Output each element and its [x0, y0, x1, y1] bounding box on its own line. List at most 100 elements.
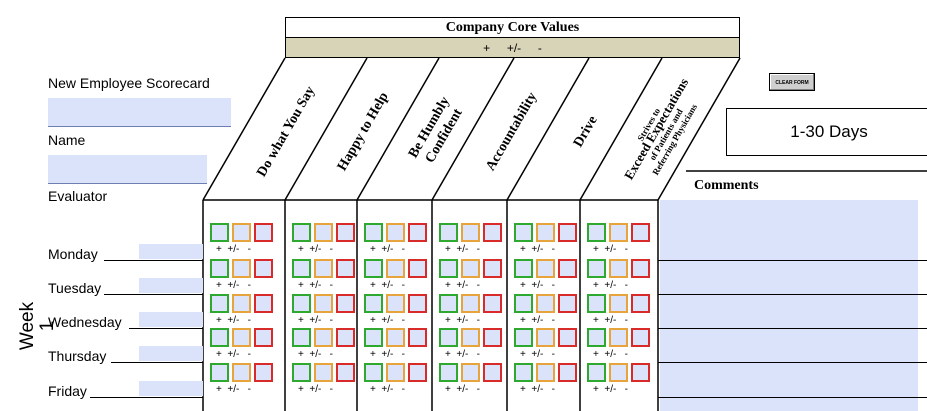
rating-box-plus[interactable]: [587, 259, 606, 278]
rating-box-neutral[interactable]: [536, 223, 555, 242]
rating-box-minus[interactable]: [483, 223, 502, 242]
rating-box-plus[interactable]: [292, 223, 311, 242]
rating-box-plus[interactable]: [210, 328, 229, 347]
rating-box-minus[interactable]: [558, 259, 577, 278]
rating-box-neutral[interactable]: [609, 363, 628, 382]
rating-box-plus[interactable]: [364, 223, 383, 242]
rating-box-minus[interactable]: [558, 294, 577, 313]
rating-box-neutral[interactable]: [536, 328, 555, 347]
scorecard-field[interactable]: [48, 98, 231, 127]
rating-box-neutral[interactable]: [314, 259, 333, 278]
rating-box-minus[interactable]: [631, 259, 650, 278]
day-field-wednesday[interactable]: [139, 312, 203, 327]
rating-box-minus[interactable]: [408, 223, 427, 242]
rating-box-minus[interactable]: [254, 328, 273, 347]
rating-box-neutral[interactable]: [609, 294, 628, 313]
rating-box-neutral[interactable]: [461, 363, 480, 382]
rating-box-neutral[interactable]: [461, 259, 480, 278]
rating-box-plus[interactable]: [364, 328, 383, 347]
rating-box-minus[interactable]: [336, 223, 355, 242]
rating-box-minus[interactable]: [483, 363, 502, 382]
day-field-tuesday[interactable]: [139, 278, 203, 293]
rating-box-plus[interactable]: [292, 259, 311, 278]
rating-box-plus[interactable]: [292, 294, 311, 313]
rating-box-neutral[interactable]: [314, 223, 333, 242]
clear-form-button[interactable]: CLEAR FORM: [769, 73, 815, 91]
rating-box-plus[interactable]: [587, 294, 606, 313]
rating-box-plus[interactable]: [210, 259, 229, 278]
period-box[interactable]: 1-30 Days: [726, 108, 927, 156]
rating-box-plus[interactable]: [439, 259, 458, 278]
rating-box-plus[interactable]: [514, 294, 533, 313]
rating-box-minus[interactable]: [483, 259, 502, 278]
rating-box-neutral[interactable]: [461, 294, 480, 313]
rating-box-plus[interactable]: [587, 363, 606, 382]
rating-box-neutral[interactable]: [609, 223, 628, 242]
rating-box-plus[interactable]: [439, 294, 458, 313]
rating-box-plus[interactable]: [210, 223, 229, 242]
rating-box-minus[interactable]: [336, 363, 355, 382]
rating-box-neutral[interactable]: [386, 294, 405, 313]
rating-box-minus[interactable]: [631, 223, 650, 242]
name-field[interactable]: [48, 155, 207, 184]
rating-box-neutral[interactable]: [232, 294, 251, 313]
day-field-thursday[interactable]: [139, 346, 203, 361]
rating-box-neutral[interactable]: [314, 363, 333, 382]
rating-box-minus[interactable]: [483, 328, 502, 347]
day-field-monday[interactable]: [139, 244, 203, 259]
rating-box-neutral[interactable]: [609, 328, 628, 347]
rating-box-neutral[interactable]: [461, 223, 480, 242]
rating-box-neutral[interactable]: [232, 328, 251, 347]
day-field-friday[interactable]: [139, 381, 203, 396]
rating-box-neutral[interactable]: [314, 328, 333, 347]
rating-box-neutral[interactable]: [536, 294, 555, 313]
rating-box-plus[interactable]: [292, 363, 311, 382]
rating-box-neutral[interactable]: [536, 363, 555, 382]
rating-box-minus[interactable]: [483, 294, 502, 313]
rating-box-minus[interactable]: [254, 363, 273, 382]
rating-box-minus[interactable]: [336, 294, 355, 313]
rating-box-neutral[interactable]: [232, 259, 251, 278]
rating-box-minus[interactable]: [254, 294, 273, 313]
rating-box-plus[interactable]: [587, 223, 606, 242]
rating-box-minus[interactable]: [408, 363, 427, 382]
comments-field[interactable]: [660, 200, 918, 411]
rating-box-plus[interactable]: [439, 328, 458, 347]
rating-box-neutral[interactable]: [386, 363, 405, 382]
rating-box-plus[interactable]: [514, 223, 533, 242]
rating-box-minus[interactable]: [408, 294, 427, 313]
rating-box-minus[interactable]: [631, 363, 650, 382]
rating-box-minus[interactable]: [631, 294, 650, 313]
rating-box-minus[interactable]: [631, 328, 650, 347]
rating-box-neutral[interactable]: [461, 328, 480, 347]
rating-box-plus[interactable]: [514, 259, 533, 278]
rating-box-minus[interactable]: [336, 328, 355, 347]
rating-box-neutral[interactable]: [386, 223, 405, 242]
rating-box-neutral[interactable]: [232, 223, 251, 242]
rating-box-plus[interactable]: [439, 223, 458, 242]
rating-box-neutral[interactable]: [232, 363, 251, 382]
rating-box-neutral[interactable]: [386, 328, 405, 347]
rating-box-minus[interactable]: [408, 259, 427, 278]
rating-box-plus[interactable]: [514, 363, 533, 382]
rating-box-plus[interactable]: [210, 363, 229, 382]
rating-box-plus[interactable]: [364, 294, 383, 313]
rating-box-minus[interactable]: [254, 223, 273, 242]
rating-box-neutral[interactable]: [609, 259, 628, 278]
rating-box-neutral[interactable]: [386, 259, 405, 278]
rating-box-minus[interactable]: [558, 363, 577, 382]
rating-box-plus[interactable]: [514, 328, 533, 347]
rating-box-minus[interactable]: [558, 223, 577, 242]
rating-box-minus[interactable]: [558, 328, 577, 347]
rating-box-plus[interactable]: [364, 259, 383, 278]
rating-box-plus[interactable]: [587, 328, 606, 347]
rating-box-neutral[interactable]: [536, 259, 555, 278]
rating-box-plus[interactable]: [439, 363, 458, 382]
rating-box-minus[interactable]: [336, 259, 355, 278]
rating-box-plus[interactable]: [364, 363, 383, 382]
rating-box-plus[interactable]: [210, 294, 229, 313]
rating-box-neutral[interactable]: [314, 294, 333, 313]
rating-box-plus[interactable]: [292, 328, 311, 347]
rating-box-minus[interactable]: [254, 259, 273, 278]
rating-box-minus[interactable]: [408, 328, 427, 347]
